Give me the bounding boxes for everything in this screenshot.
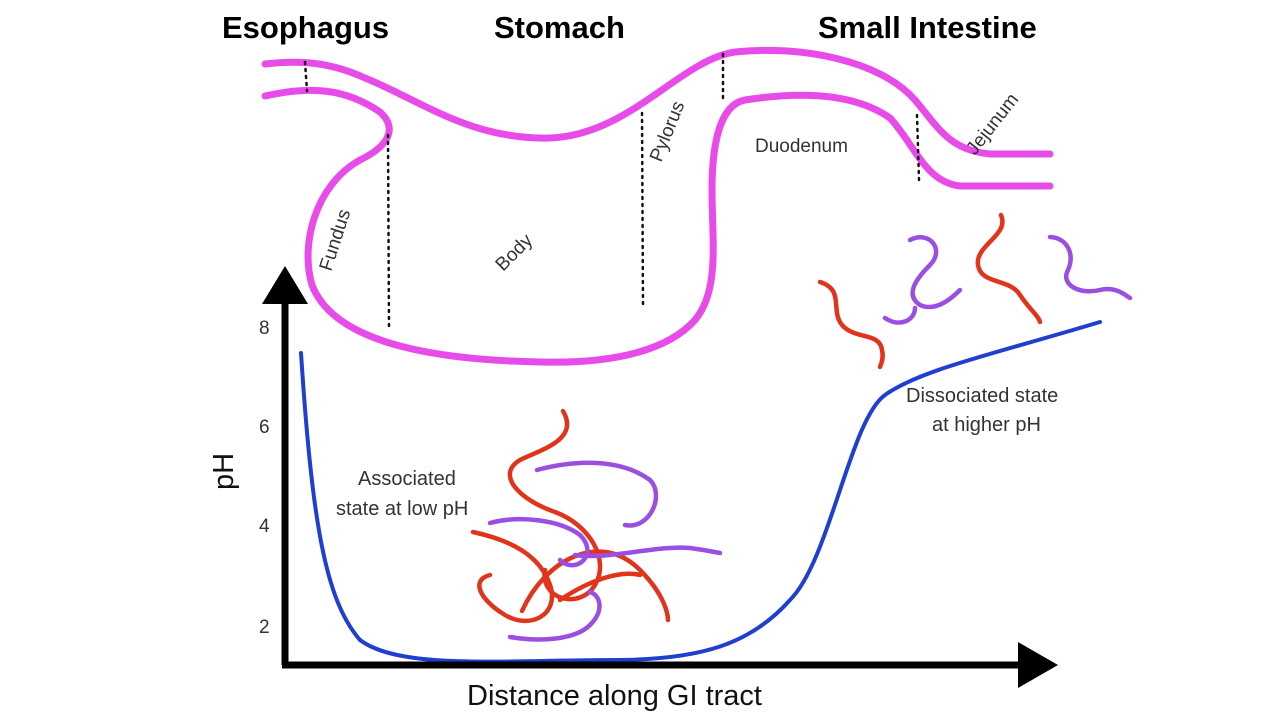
associated-state-label-line2: state at low pH: [336, 498, 468, 520]
y-tick-label: 2: [259, 617, 270, 638]
esophagus-title: Esophagus: [222, 10, 389, 45]
ph-curve: [299, 320, 1102, 664]
polymer-chain: [487, 516, 590, 568]
esophagus-divider: [303, 60, 309, 93]
polymer-chain: [557, 571, 643, 603]
fundus-divider: [386, 133, 391, 332]
polymer-chain: [519, 549, 671, 623]
body-pylorus-divider: [640, 111, 645, 309]
dissociated-state-label-line1: Dissociated state: [906, 385, 1058, 407]
polymer-chain: [507, 589, 602, 642]
jejunum-label: Jejunum: [962, 90, 1023, 160]
polymer-chain: [817, 279, 885, 370]
fundus-label: Fundus: [316, 207, 356, 274]
polymer-chain: [975, 212, 1043, 325]
y-tick-label: 8: [259, 318, 270, 339]
x-axis-arrowhead: [1018, 642, 1058, 688]
polymer-chain: [534, 460, 659, 528]
y-tick-label: 4: [259, 516, 270, 537]
pylorus-label: Pylorus: [646, 98, 689, 165]
associated-polymer-tangle: [470, 408, 723, 642]
dissociated-polymer-chains: [817, 212, 1133, 370]
polymer-chain: [907, 235, 963, 310]
polymer-chain: [507, 408, 603, 602]
duodenum-label: Duodenum: [755, 136, 848, 157]
body-label: Body: [492, 230, 538, 276]
y-axis-arrowhead: [262, 266, 308, 304]
axes: [262, 266, 1058, 688]
associated-state-label-line1: Associated: [358, 468, 456, 490]
duodenum-jejunum-divider: [915, 113, 921, 182]
gi-tract-outline: [261, 46, 1054, 366]
polymer-chain: [470, 529, 555, 624]
polymer-chain: [882, 305, 918, 325]
dissociated-state-label-line2: at higher pH: [932, 414, 1041, 436]
small-intestine-title: Small Intestine: [818, 10, 1037, 45]
tract-upper-wall: [261, 46, 1054, 158]
tract-lower-wall: [261, 86, 1054, 366]
y-tick-label: 6: [259, 417, 270, 438]
x-axis-title: Distance along GI tract: [467, 680, 762, 712]
stomach-title: Stomach: [494, 10, 625, 45]
polymer-chain: [572, 545, 723, 559]
polymer-chain: [1047, 234, 1133, 301]
y-axis-title: pH: [208, 453, 240, 490]
